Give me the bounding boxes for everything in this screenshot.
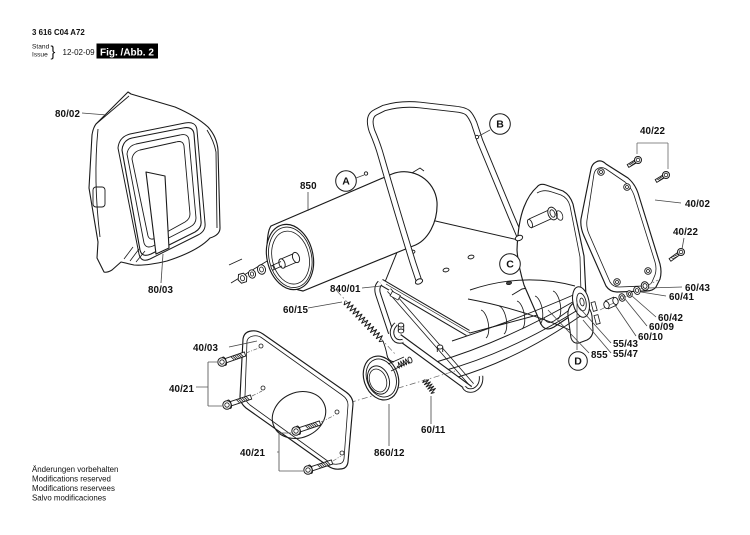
svg-text:Modifications reservees: Modifications reservees [32,484,115,493]
svg-text:860/12: 860/12 [374,448,405,459]
svg-text:Änderungen vorbehalten: Änderungen vorbehalten [32,465,118,474]
svg-text:80/03: 80/03 [148,285,173,296]
svg-text:60/10: 60/10 [638,332,663,343]
svg-text:Modifications reserved: Modifications reserved [32,475,111,484]
svg-text:40/21: 40/21 [240,448,265,459]
svg-text:840/01: 840/01 [330,284,361,295]
svg-text:}: } [51,45,56,61]
svg-text:60/42: 60/42 [658,313,683,324]
svg-text:40/21: 40/21 [169,384,194,395]
svg-text:Fig. /Abb. 2: Fig. /Abb. 2 [100,47,154,58]
svg-text:60/11: 60/11 [421,425,446,436]
svg-text:Stand: Stand [32,44,50,51]
svg-text:60/43: 60/43 [685,283,710,294]
svg-text:40/03: 40/03 [193,343,218,354]
svg-text:55/43: 55/43 [613,339,638,350]
svg-text:60/41: 60/41 [669,292,694,303]
svg-text:60/09: 60/09 [649,322,674,333]
svg-text:850: 850 [300,181,317,192]
svg-text:40/02: 40/02 [685,199,710,210]
svg-text:40/22: 40/22 [673,227,698,238]
svg-text:D: D [574,356,582,368]
svg-text:Salvo modificaciones: Salvo modificaciones [32,494,106,503]
svg-text:3 616 C04 A72: 3 616 C04 A72 [32,28,85,37]
svg-text:855: 855 [591,350,608,361]
svg-text:40/22: 40/22 [640,126,665,137]
svg-text:60/15: 60/15 [283,305,308,316]
svg-text:80/02: 80/02 [55,109,80,120]
svg-text:Issue: Issue [32,52,48,59]
svg-text:B: B [496,119,504,131]
svg-text:C: C [506,259,514,271]
svg-text:55/47: 55/47 [613,349,638,360]
svg-text:A: A [342,176,350,188]
svg-text:12-02-09: 12-02-09 [63,48,96,57]
